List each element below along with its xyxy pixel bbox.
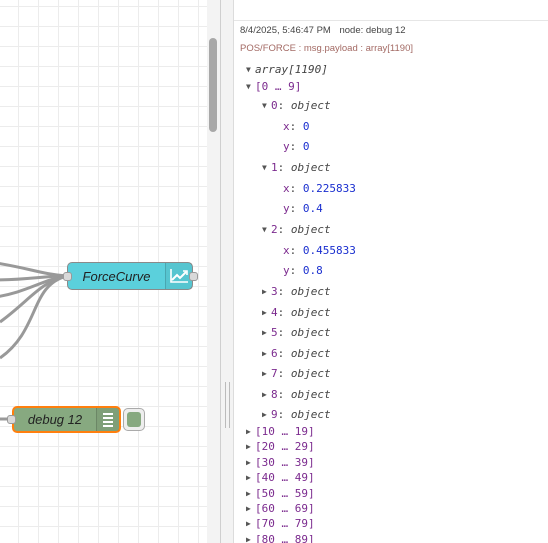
- colon: :: [277, 346, 291, 360]
- tree-group[interactable]: ▼[0 … 9]: [246, 80, 302, 93]
- caret-right-icon[interactable]: ▶: [246, 534, 251, 543]
- chart-line-icon: [165, 263, 192, 289]
- tree-group[interactable]: ▶[70 … 79]: [246, 517, 315, 531]
- tree-group[interactable]: ▶[50 … 59]: [246, 486, 315, 500]
- message-topic: POS/FORCE : msg.payload : array[1190]: [240, 43, 414, 54]
- separator-grip[interactable]: [225, 382, 230, 428]
- sidebar-separator[interactable]: [221, 0, 234, 543]
- debug-toggle-button[interactable]: [123, 408, 145, 431]
- caret-right-icon[interactable]: ▶: [262, 307, 267, 317]
- caret-down-icon[interactable]: ▼: [246, 65, 251, 74]
- caret-right-icon[interactable]: ▶: [246, 473, 251, 483]
- caret-down-icon[interactable]: ▼: [246, 82, 251, 91]
- tree-item[interactable]: ▼0: object: [262, 99, 331, 112]
- chart-node-forcecurve[interactable]: ForceCurve: [63, 262, 198, 290]
- colon: :: [289, 244, 303, 257]
- colon: :: [277, 285, 291, 298]
- caret-right-icon[interactable]: ▶: [262, 410, 267, 419]
- message-node-link[interactable]: node: debug 12: [339, 25, 406, 36]
- colon: :: [277, 161, 291, 174]
- caret-right-icon[interactable]: ▶: [246, 519, 251, 529]
- tree-item[interactable]: ▶5: object: [262, 326, 331, 339]
- tree-property[interactable]: x: 0.225833: [283, 182, 356, 195]
- workspace-scrollbar-track[interactable]: [207, 0, 221, 543]
- colon: :: [289, 264, 303, 277]
- tree-group[interactable]: ▶[80 … 89]: [246, 533, 315, 543]
- debug-sidebar: 8/4/2025, 5:46:47 PM node: debug 12 POS/…: [234, 0, 548, 543]
- tree-property[interactable]: x: 0: [283, 120, 310, 133]
- tree-group[interactable]: ▶[20 … 29]: [246, 440, 315, 454]
- debug-node[interactable]: debug 12: [7, 406, 121, 433]
- node-label: ForceCurve: [82, 268, 151, 284]
- tree-item[interactable]: ▼2: object: [262, 223, 331, 236]
- colon: :: [277, 367, 291, 380]
- caret-down-icon[interactable]: ▼: [262, 101, 267, 110]
- tree-group[interactable]: ▶[60 … 69]: [246, 502, 315, 515]
- caret-right-icon[interactable]: ▶: [262, 369, 267, 378]
- colon: :: [289, 140, 303, 153]
- workspace-scrollbar-thumb[interactable]: [209, 38, 217, 132]
- tree-property[interactable]: y: 0: [283, 140, 310, 153]
- message-timestamp: 8/4/2025, 5:46:47 PM: [240, 25, 331, 36]
- tree-root[interactable]: ▼array[1190]: [246, 63, 328, 76]
- colon: :: [277, 387, 291, 401]
- colon: :: [289, 120, 303, 133]
- tree-item[interactable]: ▶3: object: [262, 285, 331, 298]
- input-port[interactable]: [63, 272, 72, 281]
- toggle-indicator: [127, 412, 141, 427]
- colon: :: [289, 182, 303, 195]
- message-meta: 8/4/2025, 5:46:47 PM node: debug 12: [240, 25, 406, 36]
- caret-right-icon[interactable]: ▶: [246, 504, 251, 513]
- divider-line: [234, 20, 548, 21]
- colon: :: [277, 305, 291, 319]
- caret-right-icon[interactable]: ▶: [246, 457, 251, 467]
- tree-item[interactable]: ▶6: object: [262, 346, 331, 360]
- colon: :: [289, 202, 303, 215]
- caret-right-icon[interactable]: ▶: [246, 488, 251, 498]
- caret-right-icon[interactable]: ▶: [246, 442, 251, 452]
- colon: :: [277, 223, 291, 236]
- wire[interactable]: [0, 274, 68, 360]
- input-port[interactable]: [7, 415, 16, 424]
- caret-right-icon[interactable]: ▶: [262, 287, 267, 296]
- tree-item[interactable]: ▶4: object: [262, 305, 331, 319]
- caret-right-icon[interactable]: ▶: [262, 389, 267, 399]
- tree-item[interactable]: ▶7: object: [262, 367, 331, 380]
- wire[interactable]: [0, 262, 68, 278]
- flow-workspace[interactable]: ForceCurve debug 12: [0, 0, 221, 543]
- tree-item[interactable]: ▶9: object: [262, 408, 331, 421]
- caret-right-icon[interactable]: ▶: [262, 328, 267, 337]
- colon: :: [277, 408, 291, 421]
- caret-down-icon[interactable]: ▼: [262, 163, 267, 172]
- workspace-border: [220, 0, 221, 543]
- tree-property[interactable]: y: 0.8: [283, 264, 323, 277]
- colon: :: [277, 326, 291, 339]
- tree-group[interactable]: ▶[30 … 39]: [246, 455, 315, 469]
- node-label: debug 12: [27, 412, 83, 427]
- output-port[interactable]: [189, 272, 198, 281]
- tree-group[interactable]: ▶[10 … 19]: [246, 425, 315, 438]
- tree-group[interactable]: ▶[40 … 49]: [246, 471, 315, 485]
- caret-right-icon[interactable]: ▶: [262, 348, 267, 358]
- caret-down-icon[interactable]: ▼: [262, 225, 267, 234]
- caret-right-icon[interactable]: ▶: [246, 427, 251, 436]
- tree-property[interactable]: x: 0.455833: [283, 244, 356, 257]
- colon: :: [277, 99, 291, 112]
- tree-property[interactable]: y: 0.4: [283, 202, 323, 215]
- tree-item[interactable]: ▼1: object: [262, 161, 331, 174]
- tree-item[interactable]: ▶8: object: [262, 387, 331, 401]
- debug-list-icon: [96, 408, 119, 431]
